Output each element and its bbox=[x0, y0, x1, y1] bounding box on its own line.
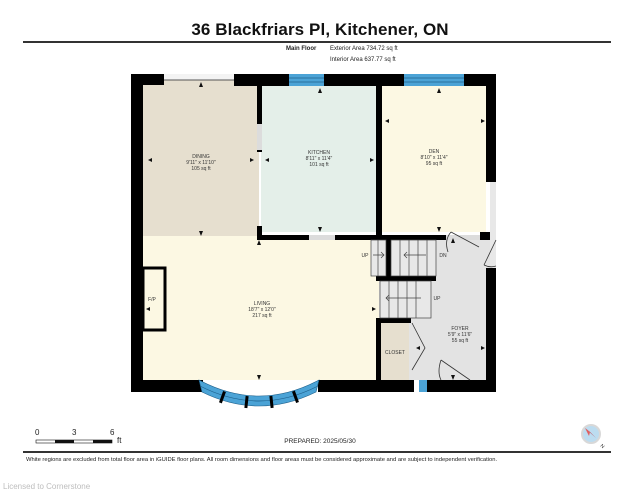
dining-area: 105 sq ft bbox=[191, 166, 211, 172]
living-dims: 18'7" x 12'0" bbox=[248, 307, 276, 313]
den-dims: 8'10" x 11'4" bbox=[420, 155, 447, 161]
compass-icon bbox=[581, 424, 601, 444]
kitchen-name: KITCHEN bbox=[308, 150, 330, 156]
doors bbox=[411, 231, 497, 381]
floor-label: Main Floor bbox=[286, 46, 317, 52]
disclaimer-text: White regions are excluded from total fl… bbox=[26, 457, 498, 463]
stairs-dn-label: DN bbox=[439, 253, 447, 259]
scale-tick-0: 0 bbox=[35, 428, 40, 437]
room-kitchen bbox=[261, 86, 376, 232]
prepared-date: PREPARED: 2025/05/30 bbox=[284, 438, 356, 445]
windows bbox=[198, 74, 464, 409]
dimension-markers bbox=[146, 82, 485, 380]
stairs-up-label: UP bbox=[362, 253, 370, 259]
exterior-area: Exterior Area 734.72 sq ft bbox=[330, 46, 398, 52]
closet-name: CLOSET bbox=[385, 350, 405, 356]
staircase bbox=[370, 239, 437, 319]
living-area: 217 sq ft bbox=[252, 313, 272, 319]
scale-bar bbox=[35, 439, 113, 444]
living-name: LIVING bbox=[254, 301, 271, 307]
foyer-name: FOYER bbox=[451, 326, 469, 332]
foyer-dims: 5'9" x 11'6" bbox=[448, 332, 472, 338]
den-name: DEN bbox=[429, 149, 440, 155]
compass-north-label: N bbox=[599, 443, 606, 450]
kitchen-dims: 8'11" x 11'4" bbox=[306, 156, 333, 162]
interior-area: Interior Area 637.77 sq ft bbox=[330, 57, 396, 63]
den-area: 95 sq ft bbox=[426, 161, 443, 167]
room-den bbox=[382, 86, 486, 232]
dining-name: DINING bbox=[192, 154, 210, 160]
kitchen-area: 101 sq ft bbox=[309, 162, 329, 168]
scale-unit: ft bbox=[117, 436, 122, 445]
fireplace-label: F/P bbox=[148, 297, 156, 303]
dining-dims: 9'11" x 11'10" bbox=[186, 160, 216, 166]
page-title: 36 Blackfriars Pl, Kitchener, ON bbox=[191, 20, 449, 39]
room-closet bbox=[381, 323, 409, 380]
license-watermark: Licensed to Cornerstone bbox=[3, 482, 91, 491]
room-dining bbox=[143, 80, 259, 236]
stairs-up-label-2: UP bbox=[434, 296, 442, 302]
foyer-area: 55 sq ft bbox=[452, 338, 469, 344]
scale-tick-3: 3 bbox=[72, 428, 77, 437]
header-divider bbox=[23, 41, 611, 43]
scale-tick-6: 6 bbox=[110, 428, 115, 437]
room-living bbox=[143, 236, 379, 380]
